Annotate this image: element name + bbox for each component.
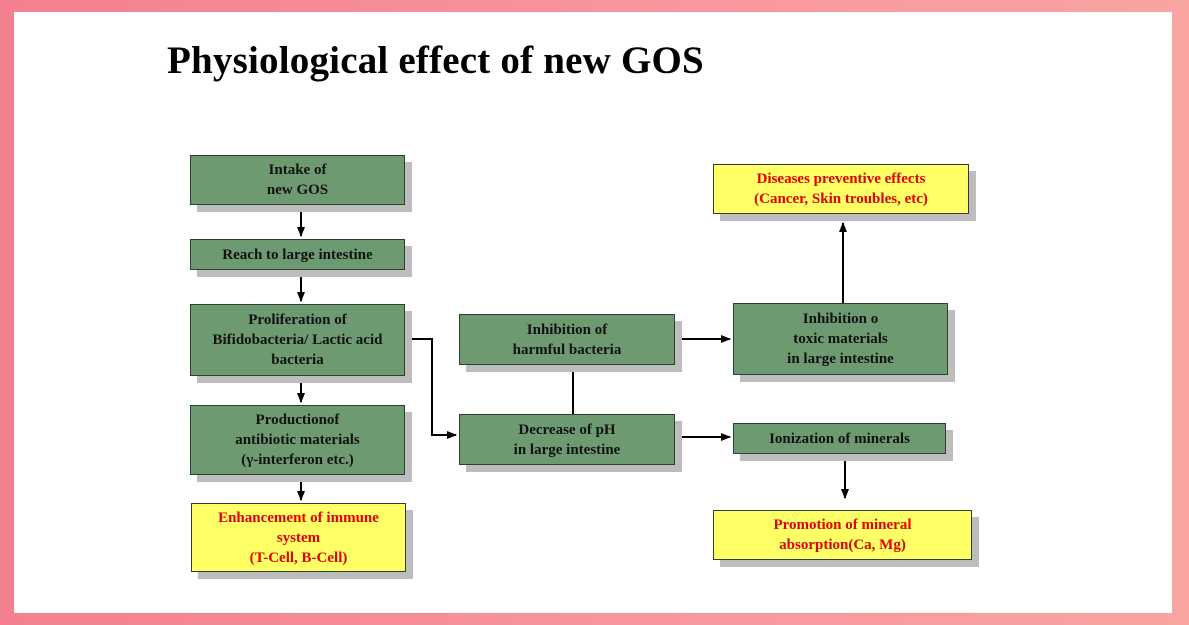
node-inhibition-harmful-label: Inhibition of harmful bacteria	[512, 321, 622, 358]
node-ionization-label: Ionization of minerals	[769, 430, 910, 447]
node-reach: Reach to large intestine	[190, 239, 405, 270]
node-immune: Enhancement of immune system (T-Cell, B-…	[191, 503, 406, 572]
node-inhibition-toxic: Inhibition o toxic materials in large in…	[733, 303, 948, 375]
arrow-proliferation-to-decrease-ph	[405, 338, 457, 439]
node-inhibition-toxic-label: Inhibition o toxic materials in large in…	[787, 311, 894, 367]
node-ionization: Ionization of minerals	[733, 423, 946, 454]
node-production: Productionof antibiotic materials (γ-int…	[190, 405, 405, 475]
node-intake-label: Intake of new GOS	[266, 162, 329, 198]
node-intake: Intake of new GOS	[190, 155, 405, 205]
node-disease-prevention-label: Diseases preventive effects (Cancer, Ski…	[754, 171, 928, 207]
node-reach-label: Reach to large intestine	[222, 246, 373, 263]
node-immune-label: Enhancement of immune system (T-Cell, B-…	[218, 509, 379, 566]
node-proliferation: Proliferation of Bifidobacteria/ Lactic …	[190, 304, 405, 376]
node-decrease-ph: Decrease of pH in large intestine	[459, 414, 675, 465]
page-title: Physiological effect of new GOS	[167, 39, 704, 82]
node-proliferation-label: Proliferation of Bifidobacteria/ Lactic …	[212, 312, 383, 368]
node-decrease-ph-label: Decrease of pH in large intestine	[513, 421, 621, 458]
node-production-label: Productionof antibiotic materials (γ-int…	[235, 412, 360, 468]
node-inhibition-harmful: Inhibition of harmful bacteria	[459, 314, 675, 365]
node-disease-prevention: Diseases preventive effects (Cancer, Ski…	[713, 164, 969, 214]
node-mineral-absorption-label: Promotion of mineral absorption(Ca, Mg)	[773, 517, 912, 553]
node-mineral-absorption: Promotion of mineral absorption(Ca, Mg)	[713, 510, 972, 560]
